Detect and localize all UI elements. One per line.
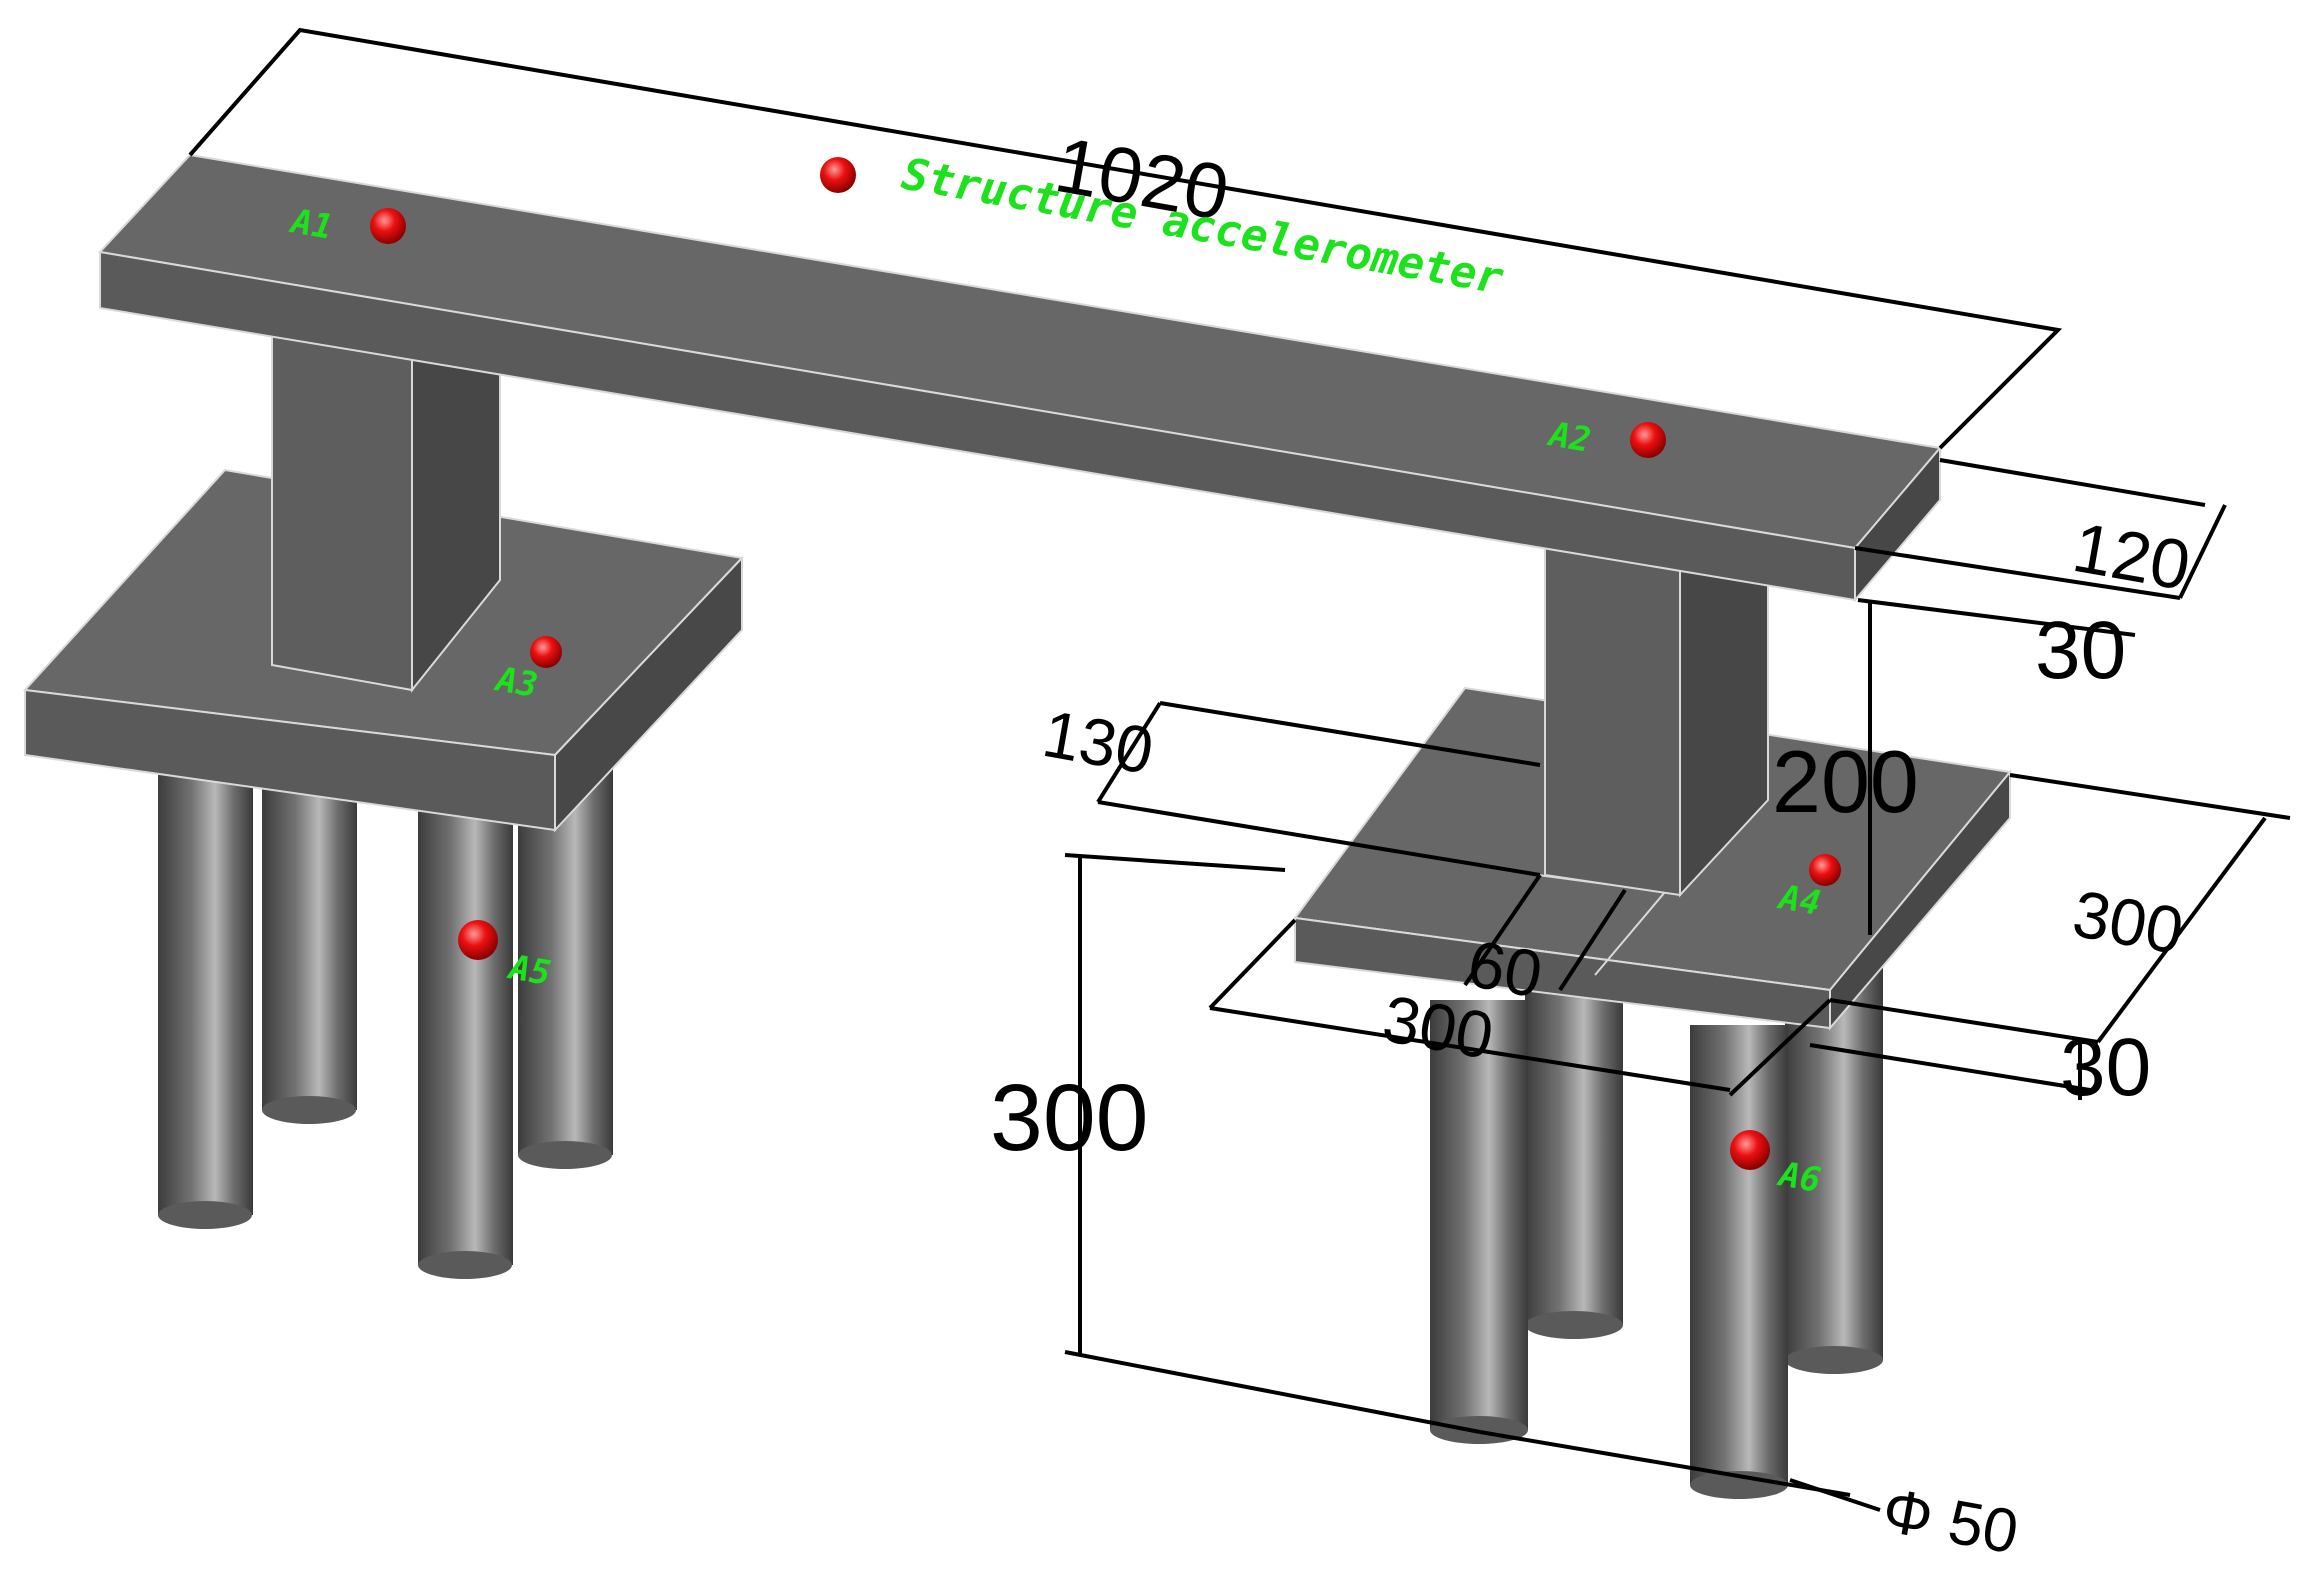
pile xyxy=(1690,1025,1788,1499)
cap-width-label: 300 xyxy=(2068,876,2189,968)
sensor-a5-label: A5 xyxy=(504,947,553,994)
red-sphere-icon xyxy=(370,208,406,244)
sensor-a2: A2 xyxy=(1544,414,1666,461)
red-sphere-icon xyxy=(1809,854,1841,886)
cap-thickness-label: 30 xyxy=(2060,1022,2151,1113)
beam-thickness-label: 30 xyxy=(2035,605,2126,696)
red-sphere-icon xyxy=(1730,1130,1770,1170)
right-pile-group-back xyxy=(1525,960,1883,1374)
left-pile-group xyxy=(158,760,613,1279)
dimension-lines xyxy=(188,27,2291,1512)
red-sphere-icon xyxy=(820,157,856,193)
sensor-a1-label: A1 xyxy=(286,201,335,248)
pile-diameter-label: Φ 50 xyxy=(1878,1476,2024,1568)
sensor-a3: A3 xyxy=(491,636,562,706)
right-pile-group-front xyxy=(1430,1000,1788,1499)
red-sphere-icon xyxy=(530,636,562,668)
pile xyxy=(1525,960,1623,1339)
pile xyxy=(1430,1000,1528,1444)
right-column xyxy=(1544,543,1769,898)
sensor-a5: A5 xyxy=(458,920,554,994)
pile-length-label: 300 xyxy=(990,1065,1149,1171)
sensor-a6: A6 xyxy=(1730,1130,1824,1201)
sensor-a4: A4 xyxy=(1774,854,1841,924)
column-depth-label: 60 xyxy=(1463,926,1548,1012)
column-height-label: 200 xyxy=(1772,732,1919,831)
sensor-a1: A1 xyxy=(286,201,406,248)
sensor-a3-label: A3 xyxy=(491,659,540,706)
pile xyxy=(262,780,357,1124)
deck-beam xyxy=(98,153,1942,603)
dimension-labels: 1020 120 30 200 130 60 300 300 30 300 Φ … xyxy=(990,120,2196,1567)
red-sphere-icon xyxy=(1630,422,1666,458)
sensor-a4-label: A4 xyxy=(1774,877,1823,924)
sensor-a6-label: A6 xyxy=(1774,1154,1823,1201)
red-sphere-icon xyxy=(458,920,498,960)
pile xyxy=(418,800,513,1279)
column-width-label: 130 xyxy=(1038,696,1159,788)
beam-width-label: 120 xyxy=(2067,508,2196,605)
sensor-a2-label: A2 xyxy=(1544,414,1593,461)
pile xyxy=(158,760,253,1229)
left-column xyxy=(271,328,501,693)
pile xyxy=(1785,960,1883,1374)
